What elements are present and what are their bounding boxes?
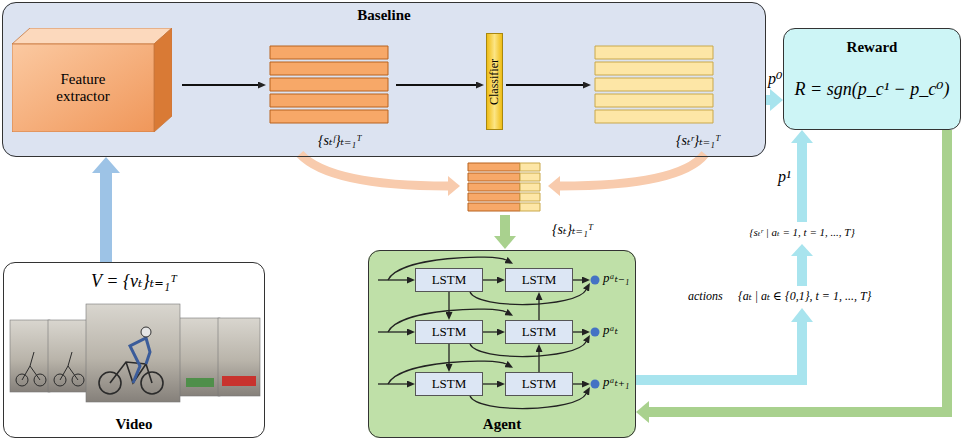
cube-top: [12, 28, 172, 44]
agent-panel: LSTM LSTM LSTM LSTM LSTM LSTM Agent: [368, 250, 636, 438]
flow-connector: [636, 143, 802, 380]
output-arrow: [573, 331, 582, 332]
lstm-connector: [538, 300, 539, 320]
signal-label: p¹: [778, 168, 791, 186]
node-title: Classifier: [488, 59, 502, 105]
lstm-cell: LSTM: [505, 320, 573, 344]
video-frame: [10, 320, 50, 392]
feature-stack: [270, 46, 388, 123]
output-dot: [591, 380, 600, 389]
video-panel: V = {vₜ}ₜ₌₁ᵀVideo: [3, 262, 265, 438]
cyclist-head: [141, 327, 151, 337]
concat-score-part: [520, 163, 540, 211]
concat-arrow: [300, 154, 448, 186]
lstm-connector: [538, 352, 539, 372]
sign-board: [222, 376, 256, 386]
lstm-connector: [448, 344, 449, 364]
flow-connector: [766, 95, 770, 105]
arrow-head: [791, 244, 813, 256]
node-body: Video: [116, 416, 153, 433]
concat-arrow: [560, 154, 705, 186]
action-prob-label: pᵃₜ: [603, 323, 618, 338]
node-title: Agent: [483, 416, 521, 433]
state-sequence-label: {sₜ}ₜ₌₁ᵀ: [552, 222, 593, 238]
lstm-wiring: [378, 257, 586, 408]
arrow-head: [791, 308, 813, 322]
video-frame: [48, 320, 88, 392]
cell-label: LSTM: [432, 377, 467, 392]
node-title: Reward: [847, 39, 898, 56]
lstm-cell: LSTM: [415, 372, 483, 396]
video-frame: [178, 318, 220, 396]
cell-label: LSTM: [522, 273, 557, 288]
output-arc: [470, 342, 586, 357]
flow-arrow: [506, 84, 583, 86]
lstm-connector: [448, 292, 449, 312]
flow-connector: [100, 173, 112, 262]
feature-sequence-label: {sₜᶠ}ₜ₌₁ᵀ: [318, 133, 362, 149]
output-arc: [470, 290, 586, 305]
baseline-panel: Feature extractor Classifier Baseline: [2, 2, 766, 157]
flow-connector: [649, 130, 947, 412]
action-set-label: {aₜ | aₜ ∈ {0,1}, t = 1, ..., T}: [738, 290, 871, 304]
state-arrow: [500, 215, 510, 236]
signal-label: p⁰: [768, 70, 782, 88]
cell-label: LSTM: [522, 325, 557, 340]
output-arc: [470, 394, 586, 409]
lstm-cell: LSTM: [505, 268, 573, 292]
video-frames: [10, 304, 260, 402]
video-frame: [218, 318, 260, 396]
lstm-connector: [483, 383, 497, 384]
cube-side: [154, 28, 172, 132]
baseline-ground: [2, 2, 766, 157]
score-sequence-label: {sₜʳ}ₜ₌₁ᵀ: [676, 133, 720, 149]
actions-label: actions: [688, 290, 723, 304]
lstm-connector: [483, 279, 497, 280]
video-frame: [86, 304, 180, 402]
feature-extractor-block: Feature extractor: [12, 28, 172, 132]
cell-label: LSTM: [432, 273, 467, 288]
flow-arrow: [182, 84, 258, 86]
lstm-cell: LSTM: [415, 320, 483, 344]
output-arrow: [573, 279, 582, 280]
input-arrow: [378, 331, 407, 332]
cell-label: LSTM: [522, 377, 557, 392]
cube-front: [12, 44, 154, 132]
cell-label: LSTM: [432, 325, 467, 340]
classifier-bar: Classifier: [486, 33, 503, 130]
node-title: Baseline: [357, 7, 410, 24]
input-arrow: [378, 383, 407, 384]
reward-box: Reward R = sgn(p_c¹ − p_c⁰): [783, 28, 961, 130]
agent-ground: [368, 250, 636, 438]
sign-board: [186, 378, 214, 387]
lstm-connector: [483, 331, 497, 332]
output-dot: [591, 328, 600, 337]
cyclist-figure: [16, 352, 84, 386]
action-prob-label: pᵃₜ₊₁: [603, 375, 629, 390]
selected-score-label: {sₜʳ | aₜ = 1, t = 1, ..., T}: [749, 226, 855, 239]
cyclist-figure: [99, 338, 163, 394]
output-dot: [591, 276, 600, 285]
node-body: R = sgn(p_c¹ − p_c⁰): [795, 79, 950, 100]
action-prob-label: pᵃₜ₋₁: [603, 271, 629, 286]
node-title: V = {vₜ}ₜ₌₁ᵀ: [91, 271, 177, 292]
score-stack: [595, 46, 713, 123]
input-arrow: [378, 279, 407, 280]
output-arrow: [573, 383, 582, 384]
lstm-cell: LSTM: [415, 268, 483, 292]
concat-feature-part: [468, 163, 520, 211]
flow-arrow: [396, 84, 476, 86]
lstm-cell: LSTM: [505, 372, 573, 396]
node-title: Feature extractor: [12, 44, 154, 132]
